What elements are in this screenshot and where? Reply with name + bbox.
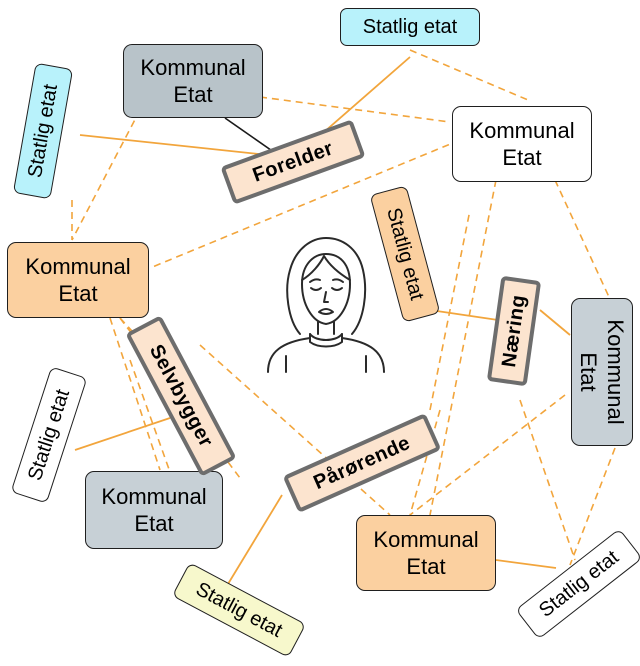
dashed-link xyxy=(429,179,497,516)
dashed-link xyxy=(129,359,171,473)
box-label: Kommunal xyxy=(101,484,207,509)
solid-link xyxy=(429,309,499,321)
box-label: Statlig etat xyxy=(362,16,458,38)
dashed-link xyxy=(519,399,576,561)
kommunal-etat-box-bottomleft[interactable]: Kommunal Etat xyxy=(85,471,223,549)
dashed-link xyxy=(569,447,616,566)
box-label: Etat xyxy=(134,511,174,536)
dashed-link xyxy=(71,109,141,241)
dashed-link xyxy=(259,96,451,123)
dashed-link xyxy=(409,49,529,101)
solid-link xyxy=(539,309,571,336)
dashed-link xyxy=(409,394,566,516)
box-label: Kommunal xyxy=(140,55,246,80)
dashed-link xyxy=(199,344,391,516)
box-label: Etat xyxy=(173,82,213,107)
kommunal-etat-box-bottom[interactable]: Kommunal Etat xyxy=(356,515,496,591)
dashed-link xyxy=(109,317,161,471)
box-label: Etat xyxy=(576,352,601,392)
solid-link xyxy=(227,494,283,585)
box-label: Kommunal xyxy=(25,254,131,279)
box-label: Etat xyxy=(58,281,98,306)
solid-link xyxy=(495,559,557,569)
dashed-link xyxy=(554,179,616,311)
dashed-link xyxy=(149,139,461,269)
solid-link xyxy=(74,417,171,451)
box-label: Kommunal xyxy=(373,527,479,552)
dashed-link xyxy=(409,409,441,516)
box-label: Etat xyxy=(502,145,542,170)
solid-link xyxy=(79,134,269,156)
box-label: Kommunal xyxy=(603,319,628,425)
box-label: Kommunal xyxy=(469,118,575,143)
distressed-person-icon xyxy=(267,237,385,373)
statlig-etat-box-top[interactable]: Statlig etat xyxy=(340,8,480,46)
box-label: Etat xyxy=(406,554,446,579)
kommunal-etat-box-right[interactable]: Kommunal Etat xyxy=(571,298,633,446)
kommunal-etat-box-left[interactable]: Kommunal Etat xyxy=(7,242,149,318)
dashed-link xyxy=(429,209,471,411)
role-label: Næring xyxy=(497,293,530,369)
kommunal-etat-box-topright[interactable]: Kommunal Etat xyxy=(452,106,592,182)
kommunal-etat-box-topleft[interactable]: Kommunal Etat xyxy=(123,44,263,118)
